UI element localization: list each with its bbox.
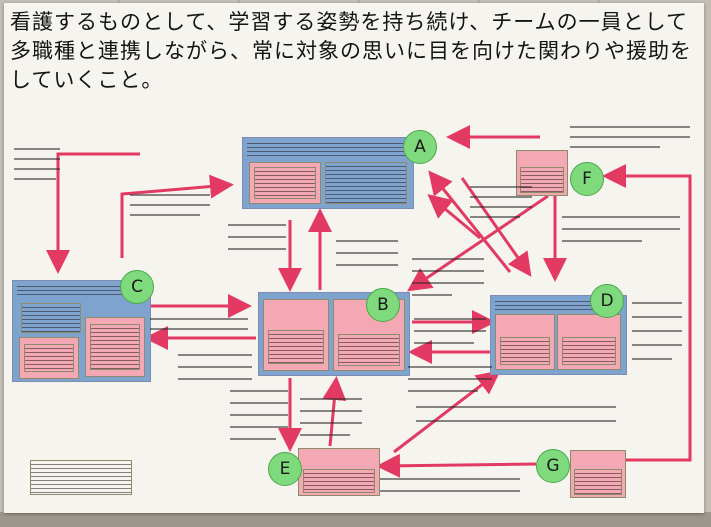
panel-b-card-1-text bbox=[268, 330, 324, 364]
arrow-c-to-a-upper bbox=[120, 174, 234, 258]
panel-c-card-1 bbox=[21, 303, 81, 333]
card-g bbox=[570, 450, 626, 498]
panel-a bbox=[242, 137, 414, 209]
panel-c-card-2 bbox=[85, 317, 145, 377]
panel-c-card-3 bbox=[19, 337, 79, 379]
arrow-e-to-d bbox=[393, 370, 501, 454]
panel-d bbox=[490, 295, 627, 375]
panel-a-card-2 bbox=[325, 162, 407, 204]
panel-d-card-1-text bbox=[500, 337, 550, 365]
node-c: C bbox=[120, 270, 154, 304]
arrow-a-to-d bbox=[460, 177, 532, 277]
arrow-g-to-e bbox=[376, 453, 537, 478]
credits-card bbox=[30, 460, 132, 495]
poster-title: 看護するものとして、学習する姿勢を持ち続け、チームの一員として多職種と連携しなが… bbox=[10, 10, 692, 92]
arrow-a-to-c bbox=[46, 152, 140, 274]
node-a: A bbox=[403, 130, 437, 164]
panel-c-card-3-text bbox=[24, 344, 74, 372]
arrow-d-to-a bbox=[428, 170, 512, 273]
arrow-b-to-f bbox=[427, 194, 481, 240]
panel-d-card-2-text bbox=[562, 337, 616, 365]
arrow-g-to-f bbox=[596, 164, 692, 462]
arrow-e-to-b bbox=[322, 376, 347, 447]
panel-d-card-2 bbox=[557, 314, 621, 370]
node-f: F bbox=[570, 162, 604, 196]
panel-d-card-1 bbox=[495, 314, 555, 370]
panel-b-card-2-text bbox=[338, 334, 400, 366]
panel-a-card-1-text bbox=[254, 167, 316, 199]
node-e: E bbox=[268, 452, 302, 486]
panel-a-card-1 bbox=[249, 162, 321, 204]
floor bbox=[0, 512, 711, 527]
node-d: D bbox=[590, 284, 624, 318]
card-f-text bbox=[520, 167, 564, 193]
card-e bbox=[298, 448, 380, 496]
panel-c-title bbox=[17, 283, 146, 297]
panel-c-card-2-text bbox=[90, 324, 140, 370]
card-f bbox=[516, 150, 568, 196]
node-b: B bbox=[366, 288, 400, 322]
arrow-f-to-b bbox=[407, 194, 549, 292]
card-g-text bbox=[574, 469, 622, 495]
node-g: G bbox=[536, 449, 570, 483]
panel-b-card-1 bbox=[263, 299, 329, 371]
card-e-text bbox=[303, 469, 375, 493]
panel-a-title bbox=[247, 140, 409, 158]
